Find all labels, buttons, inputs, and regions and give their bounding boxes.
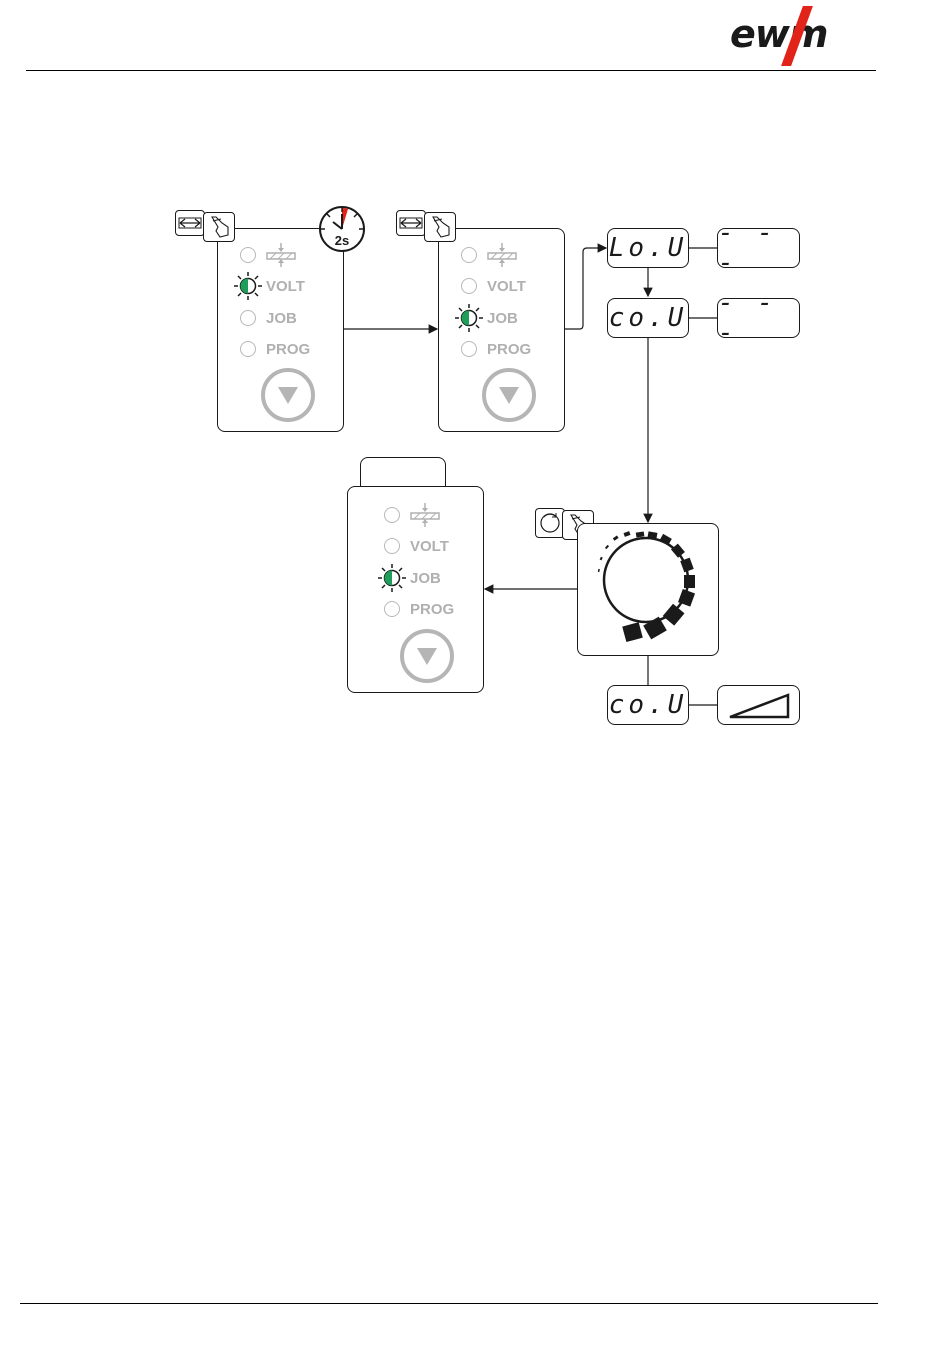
led-row-thickness [461, 243, 519, 267]
led-row-volt: VOLT [384, 534, 449, 558]
material-thickness-icon [408, 503, 442, 527]
ramp-triangle-icon [724, 689, 794, 721]
swap-arrows-icon [175, 210, 205, 236]
rotary-knob-panel [577, 523, 719, 656]
display-cou-1: co.U [607, 298, 689, 338]
control-panel-3: VOLT JOB PROG [347, 486, 484, 693]
led-job-active-icon [378, 564, 406, 592]
led-thickness [240, 247, 256, 263]
display-dash-2: - - - [717, 298, 800, 338]
rotary-knob[interactable] [578, 524, 718, 655]
led-volt [384, 538, 400, 554]
led-row-prog: PROG [240, 337, 310, 361]
led-row-thickness [384, 503, 442, 527]
led-row-volt: VOLT [461, 274, 526, 298]
down-arrow-button[interactable] [261, 368, 315, 422]
led-thickness [384, 507, 400, 523]
led-label-prog: PROG [266, 341, 310, 358]
display-dash-1: - - - [717, 228, 800, 268]
control-panel-1: VOLT JOB PROG [217, 228, 344, 432]
panel-tab [360, 457, 446, 487]
led-row-volt: VOLT [240, 274, 305, 298]
hand-press-icon [203, 212, 235, 242]
led-label-job: JOB [410, 570, 441, 587]
rotary-knob-icon [535, 508, 565, 538]
led-label-volt: VOLT [410, 538, 449, 555]
led-row-job: JOB [384, 566, 441, 590]
led-label-prog: PROG [487, 341, 531, 358]
led-row-prog: PROG [461, 337, 531, 361]
down-arrow-button[interactable] [400, 629, 454, 683]
led-thickness [461, 247, 477, 263]
led-row-job: JOB [240, 306, 297, 330]
swap-arrows-icon [396, 210, 426, 236]
led-prog [240, 341, 256, 357]
led-prog [461, 341, 477, 357]
led-row-prog: PROG [384, 597, 454, 621]
ramp-display [717, 685, 800, 725]
led-volt-active-icon [234, 272, 262, 300]
led-label-job: JOB [487, 310, 518, 327]
led-job [240, 310, 256, 326]
led-row-job: JOB [461, 306, 518, 330]
hand-press-icon [424, 212, 456, 242]
timer-label: 2s [335, 233, 349, 248]
display-lou: Lo.U [607, 228, 689, 268]
led-label-prog: PROG [410, 601, 454, 618]
material-thickness-icon [485, 243, 519, 267]
led-job-active-icon [455, 304, 483, 332]
material-thickness-icon [264, 243, 298, 267]
led-volt [461, 278, 477, 294]
led-label-volt: VOLT [266, 278, 305, 295]
down-arrow-button[interactable] [482, 368, 536, 422]
led-label-volt: VOLT [487, 278, 526, 295]
control-panel-2: VOLT JOB PROG [438, 228, 565, 432]
led-row-thickness [240, 243, 298, 267]
timer-icon: 2s [317, 204, 367, 254]
led-prog [384, 601, 400, 617]
display-cou-2: co.U [607, 685, 689, 725]
led-label-job: JOB [266, 310, 297, 327]
